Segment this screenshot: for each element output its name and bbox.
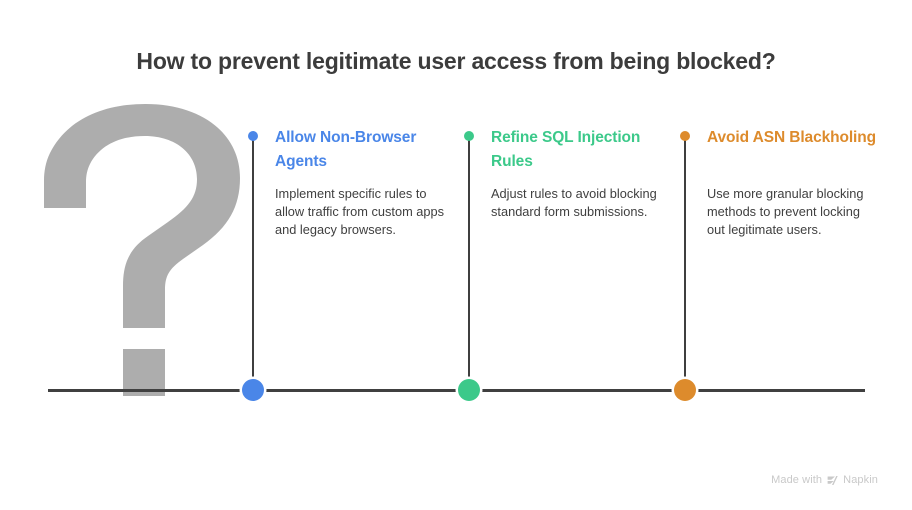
- timeline-body-1: Implement specific rules to allow traffi…: [275, 186, 445, 238]
- timeline-body-3: Use more granular blocking methods to pr…: [707, 186, 864, 238]
- top-dot-1: [248, 131, 258, 141]
- timeline-marker-2[interactable]: [458, 379, 480, 401]
- timeline-baseline: [48, 389, 865, 392]
- timeline-marker-3[interactable]: [674, 379, 696, 401]
- connector-line-3: [684, 136, 686, 392]
- timeline-heading-3: Avoid ASN Blackholing: [707, 129, 876, 146]
- top-dot-2: [464, 131, 474, 141]
- watermark-brand: Napkin: [843, 474, 878, 486]
- watermark-prefix: Made with: [771, 474, 823, 486]
- napkin-watermark[interactable]: Made with Napkin: [771, 474, 878, 487]
- page-title: How to prevent legitimate user access fr…: [136, 48, 776, 74]
- napkin-logo-icon: [827, 475, 838, 486]
- connector-line-1: [252, 136, 254, 392]
- timeline-heading-2: Refine SQL Injection Rules: [491, 129, 641, 170]
- question-mark-icon: [44, 104, 240, 396]
- top-dot-3: [680, 131, 690, 141]
- timeline-heading-1: Allow Non-Browser Agents: [275, 129, 417, 170]
- timeline-body-2: Adjust rules to avoid blocking standard …: [491, 186, 657, 220]
- connector-line-2: [468, 136, 470, 392]
- timeline-marker-1[interactable]: [242, 379, 264, 401]
